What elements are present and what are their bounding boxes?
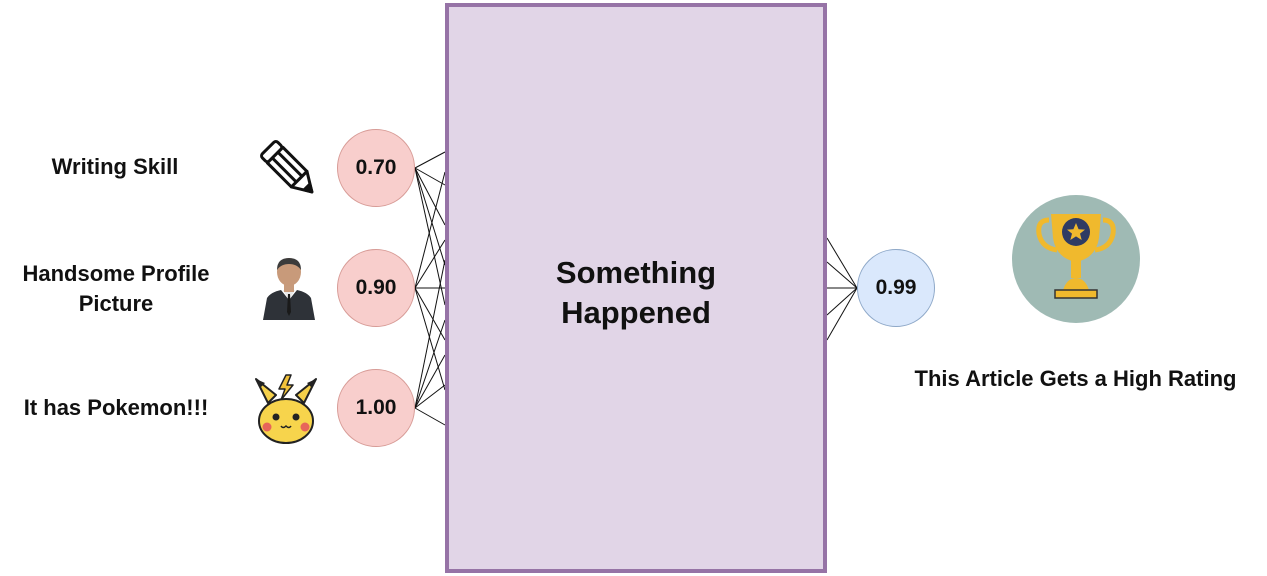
trophy-icon bbox=[1012, 195, 1140, 323]
input-node-pokemon: 1.00 bbox=[337, 369, 415, 447]
hidden-layer-box: Something Happened bbox=[445, 3, 827, 573]
edge-in2-2 bbox=[414, 239, 446, 289]
input-label-pokemon: It has Pokemon!!! bbox=[23, 395, 209, 420]
edge-in2-5 bbox=[414, 287, 446, 391]
edge-in3-2 bbox=[414, 319, 446, 409]
hidden-layer-label: Something Happened bbox=[555, 255, 717, 330]
edge-out-1 bbox=[826, 237, 858, 289]
edge-in1-1 bbox=[414, 151, 446, 169]
input-node-profile-picture: 0.90 bbox=[337, 249, 415, 327]
edge-out-2 bbox=[826, 261, 858, 289]
edge-in3-4 bbox=[414, 384, 446, 409]
pencil-icon bbox=[260, 140, 314, 194]
input-label-profile-picture: Handsome Profile Picture bbox=[22, 261, 210, 316]
businessman-icon bbox=[263, 258, 315, 320]
edge-out-4 bbox=[826, 287, 858, 316]
input-node-writing-skill: 0.70 bbox=[337, 129, 415, 207]
edge-in2-4 bbox=[414, 287, 446, 341]
edge-in1-2 bbox=[414, 167, 446, 186]
pikachu-icon bbox=[255, 374, 317, 444]
edge-out-5 bbox=[826, 287, 858, 341]
edge-in1-3 bbox=[414, 167, 446, 226]
edge-in3-5 bbox=[414, 407, 446, 426]
input-label-writing-skill: Writing Skill bbox=[51, 154, 179, 179]
edge-in3-1 bbox=[414, 259, 446, 409]
edge-in2-1 bbox=[414, 171, 446, 289]
output-caption: This Article Gets a High Rating bbox=[914, 366, 1237, 391]
output-node: 0.99 bbox=[857, 249, 935, 327]
edge-in3-3 bbox=[414, 354, 446, 409]
